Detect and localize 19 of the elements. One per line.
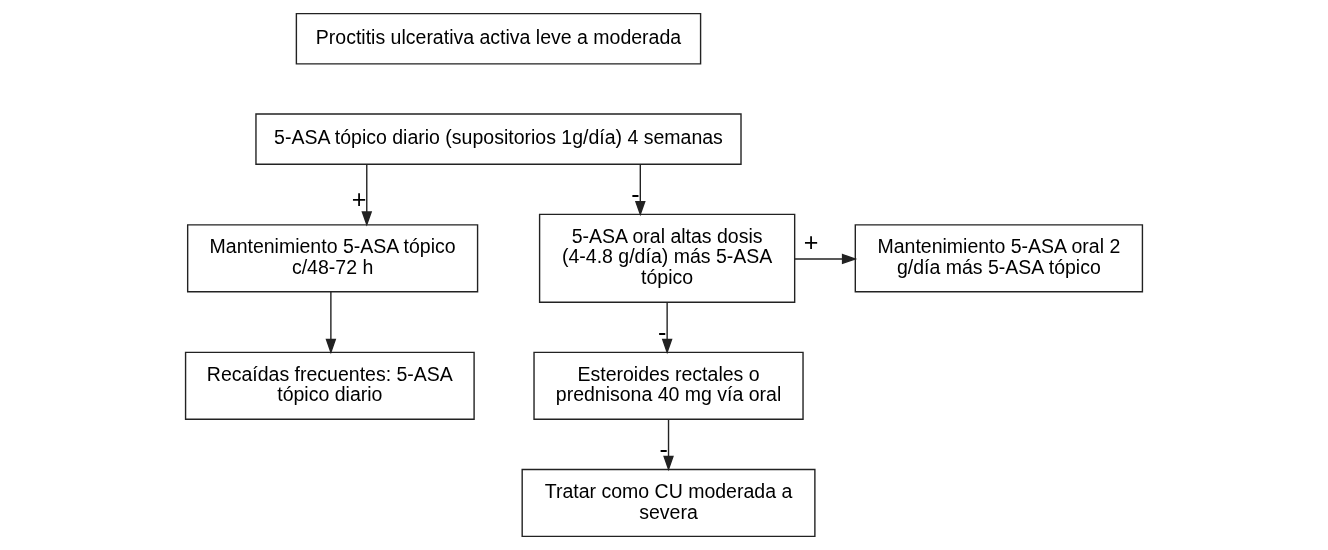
node-box: Mantenimiento 5-ASA tópico c/48-72 h [186,224,479,293]
edge-label: + [803,228,819,257]
node-box: Recaídas frecuentes: 5-ASA tópico diario [184,351,475,420]
edge-label: - [659,435,668,464]
node-box: Mantenimiento 5-ASA oral 2 g/día más 5-ASA tópico [854,224,1144,293]
arrow [634,163,646,217]
edge-label: - [658,318,667,347]
node-box: 5-ASA tópico diario (supositorios 1g/día) 4 semanas [255,113,742,165]
arrow [661,301,673,355]
node-box: Tratar como CU moderada a severa [521,468,816,538]
arrow [663,419,674,472]
node-box: Proctitis ulcerativa activa leve a moderada [295,12,702,65]
arrow [794,253,858,265]
node-box: 5-ASA oral altas dosis (4-4.8 g/día) más 5-ASA tópico [538,213,796,303]
arrow [325,291,337,355]
edge-label: + [351,185,367,214]
edge-label: - [631,180,640,209]
node-box: Esteroides rectales o prednisona 40 mg vía oral [533,351,804,420]
arrow [361,163,373,227]
